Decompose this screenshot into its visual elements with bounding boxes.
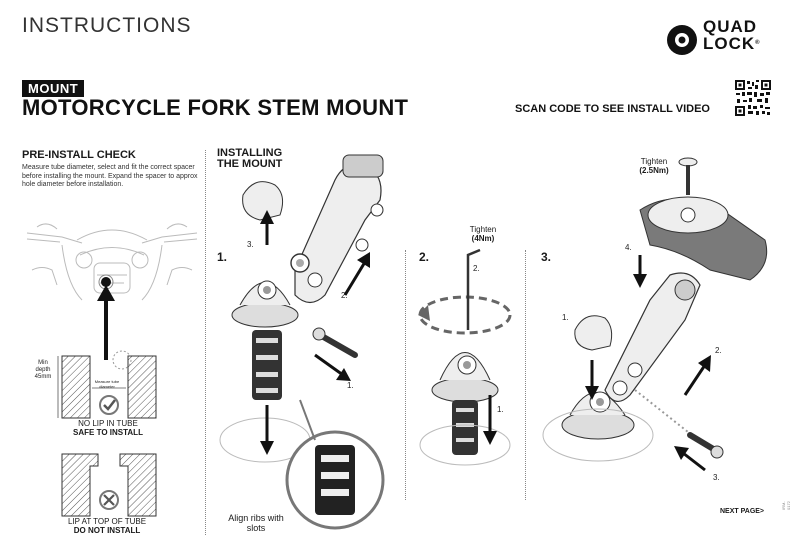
ok-caption: NO LIP IN TUBE <box>78 419 138 428</box>
step-divider-1 <box>405 250 406 500</box>
step-1-sub-1: 1. <box>347 381 354 390</box>
category-tag: MOUNT <box>22 80 85 97</box>
brand-line-1: QUAD <box>703 17 758 36</box>
step-3-number: 3. <box>541 250 552 264</box>
min-depth-line-2: depth <box>35 367 51 373</box>
align-ribs-note: Align ribs with slots <box>228 513 284 533</box>
step-2-sub-1: 1. <box>497 405 504 414</box>
pre-install-title: PRE-INSTALL CHECK <box>22 149 136 161</box>
registered-mark: ® <box>755 40 761 46</box>
ok-status-block: NO LIP IN TUBE SAFE TO INSTALL <box>48 419 168 437</box>
tube-no-lip-diagram <box>61 350 157 419</box>
step-3-sub-4: 4. <box>625 243 632 252</box>
step-3-torque: (2.5Nm) <box>639 166 669 175</box>
step-3-assembly-illustration <box>542 157 768 472</box>
step-3-sub-3: 3. <box>713 473 720 482</box>
min-depth-label: Min depth 45mm <box>32 360 54 381</box>
step-1-number: 1. <box>217 250 228 264</box>
step-1-sub-3: 3. <box>247 240 254 249</box>
step-2-sub-2: 2. <box>473 264 480 273</box>
bad-caption: LIP AT TOP OF TUBE <box>67 517 147 526</box>
measure-diameter-label: Measure tube diameter <box>94 379 120 389</box>
step-1-sub-2: 2. <box>341 291 348 300</box>
tube-with-lip-diagram <box>61 453 157 517</box>
step-2-torque: (4Nm) <box>471 234 495 243</box>
page-title: MOTORCYCLE FORK STEM MOUNT <box>22 95 409 120</box>
step-1-mount-illustration <box>219 154 385 530</box>
ok-status: SAFE TO INSTALL <box>73 428 143 437</box>
bad-status-block: LIP AT TOP OF TUBE DO NOT INSTALL <box>42 517 172 535</box>
column-divider <box>205 150 206 535</box>
section-heading: INSTRUCTIONS <box>22 14 192 37</box>
min-depth-line-3: 45mm <box>34 374 52 380</box>
step-divider-2 <box>525 250 526 500</box>
quad-lock-logo <box>667 25 697 55</box>
document-code: IRM-0172 <box>781 501 791 510</box>
brand-wordmark: QUAD LOCK® <box>703 18 761 52</box>
depth-dimension-line <box>57 356 59 418</box>
step-2-tighten-text: Tighten <box>469 225 497 234</box>
step-3-tighten-label: Tighten (2.5Nm) <box>624 157 684 175</box>
step-3-sub-2: 2. <box>715 346 722 355</box>
motorcycle-handlebar-illustration <box>26 223 198 301</box>
scan-code-label: SCAN CODE TO SEE INSTALL VIDEO <box>515 103 710 115</box>
step-2-number: 2. <box>419 250 430 264</box>
min-depth-line-1: Min <box>38 360 48 366</box>
installing-title: INSTALLING THE MOUNT <box>217 147 283 170</box>
qr-code[interactable] <box>735 80 771 116</box>
step-2-tighten-illustration <box>418 248 512 466</box>
step-3-tighten-text: Tighten <box>640 157 668 166</box>
step-3-sub-1: 1. <box>562 313 569 322</box>
arrow-up-icon <box>97 285 115 360</box>
brand-line-2-text: LOCK <box>703 34 756 53</box>
pre-install-instructions: Measure tube diameter, select and fit th… <box>22 164 198 188</box>
brand-line-2: LOCK® <box>703 35 761 52</box>
step-2-tighten-label: Tighten (4Nm) <box>463 225 503 243</box>
bad-status: DO NOT INSTALL <box>73 526 141 535</box>
next-page-link[interactable]: NEXT PAGE> <box>720 508 765 515</box>
